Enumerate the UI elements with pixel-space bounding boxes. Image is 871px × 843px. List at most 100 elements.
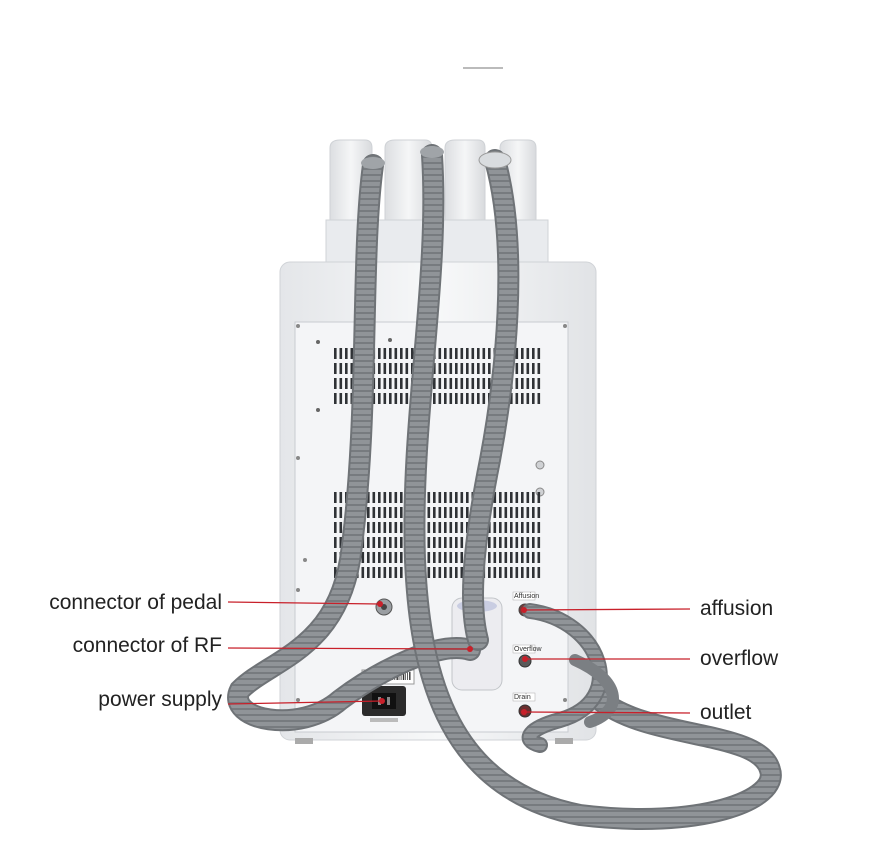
vent-slot bbox=[438, 378, 442, 389]
vent-slot bbox=[455, 567, 458, 578]
leader-dot-rf bbox=[467, 646, 473, 652]
vent-slot bbox=[334, 567, 337, 578]
vent-slot bbox=[394, 537, 398, 548]
vent-slot bbox=[455, 492, 458, 503]
vent-slot bbox=[532, 567, 535, 578]
vent-slot bbox=[510, 492, 513, 503]
vent-slot bbox=[389, 552, 392, 563]
vent-slot bbox=[460, 363, 464, 374]
vent-slot bbox=[532, 393, 535, 404]
vent-slot bbox=[389, 522, 392, 533]
vent-slot bbox=[521, 537, 524, 548]
vent-slot bbox=[477, 393, 480, 404]
vent-slot bbox=[334, 507, 337, 518]
vent-slot bbox=[449, 378, 453, 389]
vent-slot bbox=[345, 378, 348, 389]
vent-slot bbox=[394, 522, 398, 533]
vent-slot bbox=[537, 522, 541, 533]
vent-slot bbox=[493, 492, 497, 503]
vent-slot bbox=[383, 522, 387, 533]
vent-slot bbox=[339, 363, 343, 374]
vent-slot bbox=[466, 393, 469, 404]
vent-slot bbox=[367, 567, 370, 578]
vent-slot bbox=[400, 567, 403, 578]
vent-slot bbox=[433, 507, 436, 518]
vent-slot bbox=[438, 348, 442, 359]
vent-slot bbox=[537, 393, 541, 404]
vent-slot bbox=[532, 537, 535, 548]
leader-dot-power bbox=[379, 698, 385, 704]
vent-slot bbox=[334, 552, 337, 563]
vent-slot bbox=[482, 378, 486, 389]
vent-slot bbox=[405, 363, 409, 374]
vent-slot bbox=[526, 537, 530, 548]
vent-slot bbox=[477, 378, 480, 389]
label-connector-of-rf: connector of RF bbox=[72, 634, 222, 657]
vent-slot bbox=[372, 537, 376, 548]
vent-slot bbox=[350, 363, 354, 374]
vent-slot bbox=[444, 552, 447, 563]
vent-slot bbox=[471, 348, 475, 359]
vent-slot bbox=[400, 522, 403, 533]
pedal-connector bbox=[375, 598, 393, 616]
vent-slot bbox=[438, 393, 442, 404]
vent-slot bbox=[537, 537, 541, 548]
vent-slot bbox=[521, 363, 524, 374]
leader-dot-overflow bbox=[522, 656, 528, 662]
panel-label-drain: Drain bbox=[514, 694, 531, 701]
vent-slot bbox=[339, 492, 343, 503]
top-mark bbox=[463, 67, 503, 69]
label-outlet: outlet bbox=[700, 701, 752, 724]
vent-slot bbox=[521, 393, 524, 404]
vent-slot bbox=[460, 552, 464, 563]
vent-slot bbox=[372, 552, 376, 563]
panel-label-affusion: Affusion bbox=[514, 593, 539, 600]
vent-slot bbox=[394, 492, 398, 503]
vent-slot bbox=[532, 522, 535, 533]
vent-slot bbox=[411, 348, 414, 359]
vent-slot bbox=[339, 378, 343, 389]
vent-slot bbox=[433, 552, 436, 563]
vent-slot bbox=[389, 537, 392, 548]
vent-slot bbox=[460, 537, 464, 548]
vent-slot bbox=[499, 492, 502, 503]
vent-slot bbox=[537, 507, 541, 518]
vent-slot bbox=[427, 567, 431, 578]
vent-slot bbox=[378, 552, 381, 563]
vent-slot bbox=[521, 522, 524, 533]
vent-slot bbox=[482, 393, 486, 404]
vent-slot bbox=[515, 537, 519, 548]
vent-slot bbox=[482, 363, 486, 374]
vent-slot bbox=[339, 522, 343, 533]
label-connector-of-pedal: connector of pedal bbox=[49, 591, 222, 614]
vent-slot bbox=[339, 348, 343, 359]
vent-slot bbox=[394, 393, 398, 404]
vent-slot bbox=[510, 537, 513, 548]
vent-slot bbox=[400, 363, 403, 374]
vent-slot bbox=[339, 507, 343, 518]
vent-slot bbox=[378, 363, 381, 374]
vent-slot bbox=[389, 348, 392, 359]
vent-slot bbox=[477, 348, 480, 359]
vent-slot bbox=[493, 552, 497, 563]
vent-slot bbox=[466, 492, 469, 503]
vent-slot bbox=[433, 567, 436, 578]
label-overflow: overflow bbox=[700, 647, 779, 670]
vent-slot bbox=[334, 348, 337, 359]
vent-slot bbox=[460, 522, 464, 533]
vent-slot bbox=[521, 507, 524, 518]
vent-slot bbox=[515, 522, 519, 533]
vent-slot bbox=[345, 393, 348, 404]
vent-slot bbox=[488, 552, 491, 563]
vent-slot bbox=[526, 567, 530, 578]
leader-line-rf bbox=[227, 647, 471, 650]
leader-dot-outlet bbox=[521, 709, 527, 715]
vent-slot bbox=[389, 363, 392, 374]
vent-slot bbox=[438, 492, 442, 503]
vent-slot bbox=[504, 492, 508, 503]
vent-slot bbox=[499, 552, 502, 563]
vent-slot bbox=[444, 567, 447, 578]
vent-slot bbox=[400, 507, 403, 518]
vent-slot bbox=[460, 567, 464, 578]
